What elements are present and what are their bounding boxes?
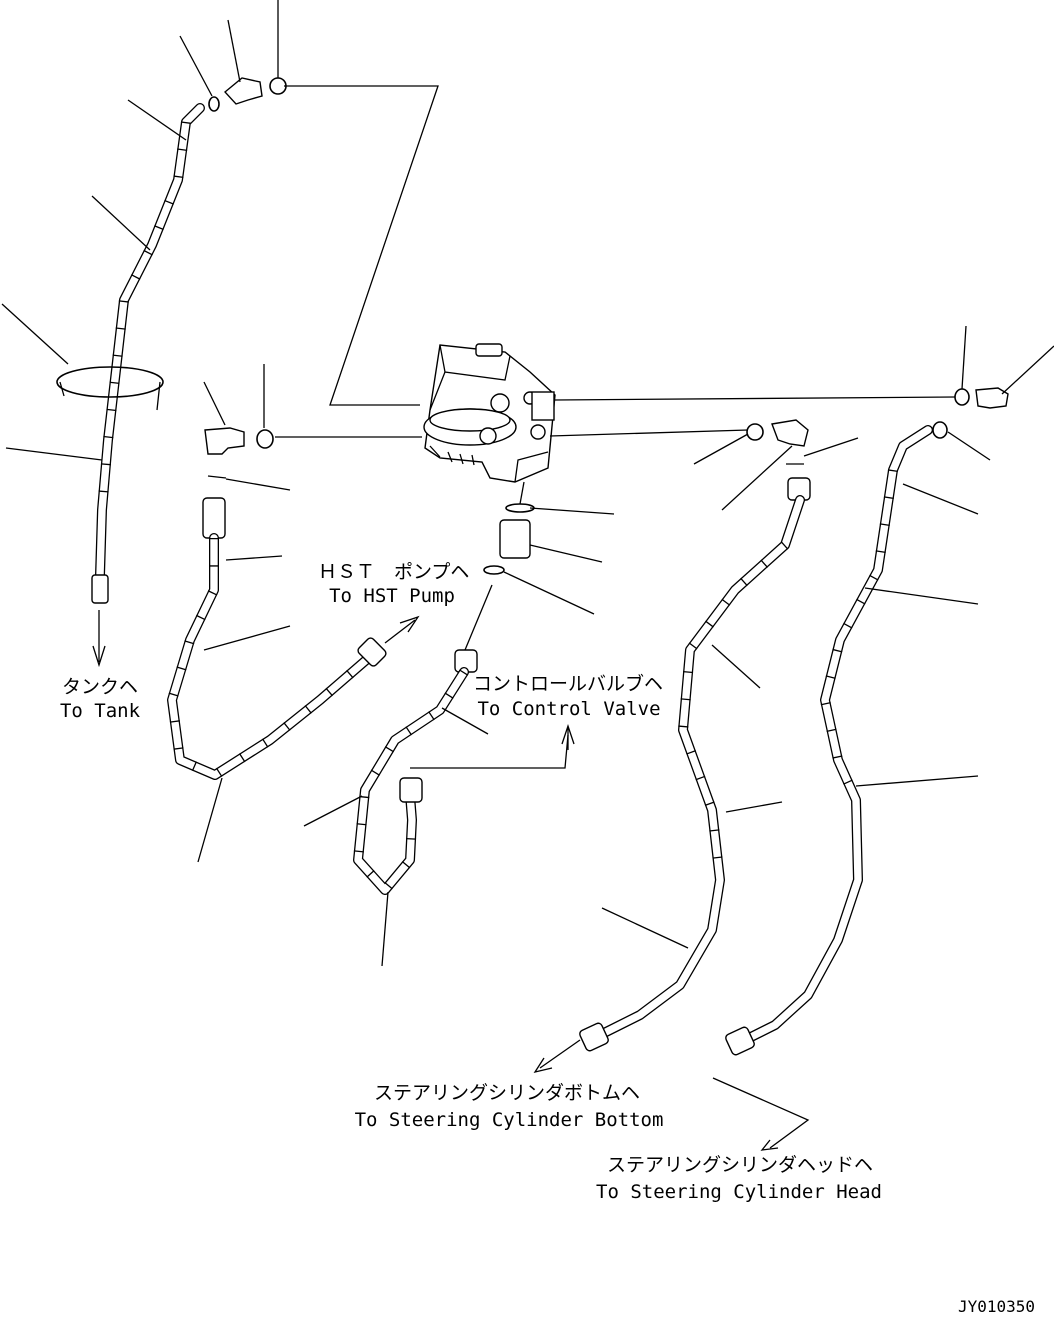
left-elbow-fitting — [204, 427, 274, 479]
label-control-valve-en: To Control Valve — [477, 698, 661, 720]
hose-to-hst-pump — [166, 497, 387, 781]
label-tank-en: To Tank — [59, 700, 141, 722]
steering-valve-unit — [423, 343, 556, 483]
label-cylinder-bottom-jp: ステアリングシリンダボトムヘ — [373, 1082, 640, 1104]
part-leader-lines — [1, 0, 1054, 967]
center-connector — [483, 503, 535, 575]
label-hst-pump-jp: ＨＳＴ ポンプヘ — [318, 561, 470, 583]
right-elbow-fitting — [746, 419, 809, 465]
top-elbow-fitting — [223, 77, 287, 105]
label-cylinder-head-en: To Steering Cylinder Head — [596, 1181, 882, 1203]
label-tank-jp: タンクヘ — [61, 676, 138, 698]
hose-to-cylinder-head — [725, 425, 933, 1056]
hose-to-control-valve — [352, 649, 478, 898]
right-top-fitting — [932, 387, 1009, 439]
label-cylinder-bottom-en: To Steering Cylinder Bottom — [354, 1109, 664, 1131]
label-hst-pump-en: To HST Pump — [329, 585, 455, 607]
drawing-id: JY010350 — [958, 1297, 1036, 1316]
connection-leaders — [275, 85, 956, 1149]
label-cylinder-head-jp: ステアリングシリンダヘッドヘ — [606, 1154, 873, 1176]
hose-to-tank — [56, 96, 220, 604]
flow-arrows — [92, 610, 779, 1151]
hose-to-cylinder-bottom — [579, 477, 811, 1052]
label-control-valve-jp: コントロールバルブヘ — [472, 673, 663, 695]
